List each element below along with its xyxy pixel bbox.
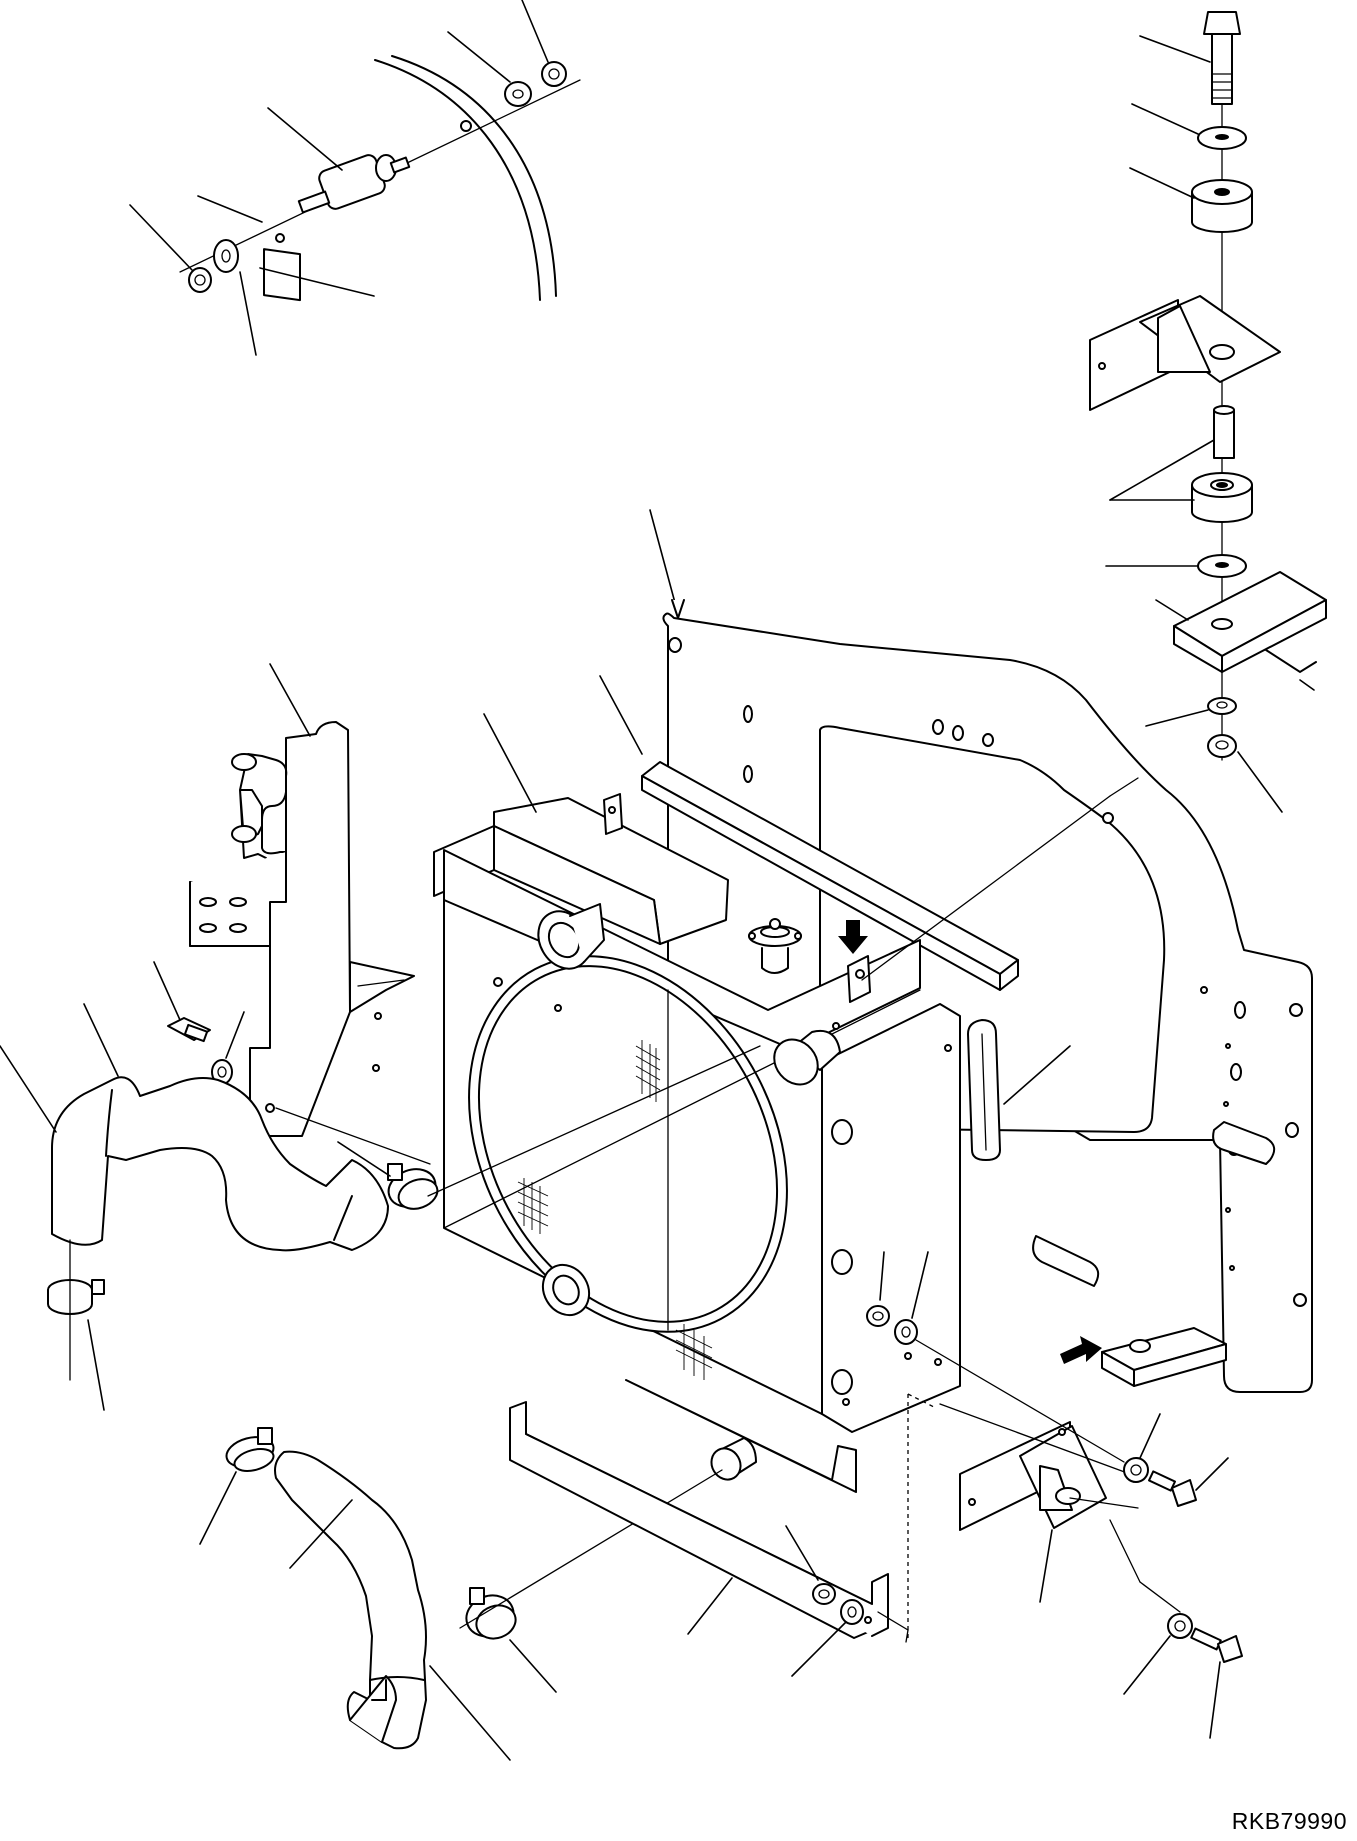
hose-clamp <box>48 1240 104 1410</box>
hose-clamp <box>338 1046 760 1214</box>
side-tab <box>848 956 870 1002</box>
bracket-pins <box>232 754 256 842</box>
side-bolt <box>832 1370 852 1394</box>
right-bolt-set <box>1110 1520 1242 1738</box>
upper-hose <box>0 1004 388 1250</box>
bottom-bracket <box>510 1402 888 1638</box>
collar <box>1214 406 1234 458</box>
washer <box>505 82 531 106</box>
mount-bracket-upper <box>1090 296 1280 410</box>
bracket-bolt-set <box>154 962 244 1084</box>
nut <box>189 268 211 292</box>
shroud-foot-bracket <box>1060 1328 1226 1386</box>
nut <box>542 62 566 86</box>
outlet-port <box>765 1031 840 1093</box>
rear-mount-stack <box>1090 12 1326 812</box>
frame-plate <box>1174 572 1326 672</box>
upper-tank-port <box>528 902 604 978</box>
lower-mount-bracket <box>960 1422 1138 1602</box>
hose-clamp <box>200 1428 277 1544</box>
tank-outline <box>375 56 556 300</box>
lower-cushion <box>1192 473 1252 522</box>
top-cushion <box>1192 180 1252 232</box>
edge-guard <box>968 1020 1070 1160</box>
bottom-fastener-set <box>786 1526 863 1676</box>
top-tab <box>604 794 622 834</box>
lower-hose <box>275 1452 510 1760</box>
lower-outlet-pipe <box>706 1438 756 1485</box>
right-bolt-set <box>1124 1414 1228 1506</box>
rubber-mount <box>299 153 409 212</box>
seal-strip <box>600 510 1018 990</box>
lower-tank-port <box>534 1256 598 1323</box>
radiator-cap <box>749 919 801 973</box>
mount-plate <box>264 249 300 300</box>
washer <box>214 240 238 272</box>
hose-clamp <box>460 1470 722 1692</box>
mount-bolt <box>1204 12 1240 104</box>
front-mount-assembly <box>130 0 580 355</box>
shroud-plate <box>663 614 1312 1393</box>
left-support-bracket <box>190 664 430 1164</box>
side-bolt <box>832 1250 852 1274</box>
side-fastener-set <box>867 1252 1130 1474</box>
radiator <box>406 714 960 1492</box>
side-bolt <box>832 1120 852 1144</box>
core-mesh <box>518 1040 712 1380</box>
drawing-code: RKB79990 <box>1231 1808 1347 1834</box>
fan-ring <box>406 901 850 1388</box>
